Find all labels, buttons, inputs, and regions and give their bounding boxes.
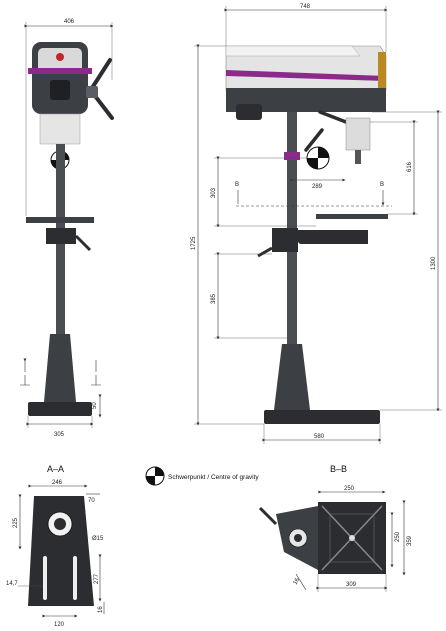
- dim-label-front-base-height: 50: [92, 402, 98, 409]
- side-head-top: [225, 45, 361, 57]
- cog-marker-side: [306, 146, 330, 170]
- dim-label-base-depth: 580: [314, 434, 325, 440]
- section-aa-view: A–A 246 70 225 Ø15 277 14,7 16 120: [6, 464, 105, 628]
- side-plug: [378, 52, 386, 88]
- cog-legend-icon: [145, 466, 165, 486]
- dim-label-bb-inner: 250: [395, 531, 401, 542]
- base-plate-side: [264, 410, 380, 424]
- emergency-stop-icon: [56, 53, 64, 61]
- dim-label-aa-top: 246: [52, 480, 63, 486]
- dim-label-bb-outer: 359: [407, 535, 413, 546]
- section-bb-title: B–B: [330, 464, 347, 474]
- dim-label-spindle-travel: 616: [407, 161, 413, 172]
- base-plate-front: [28, 402, 92, 416]
- side-spindle-housing: [345, 117, 371, 151]
- table-bracket-side: [272, 228, 298, 252]
- dim-label-front-base: 305: [54, 432, 65, 438]
- crank-bb: [258, 506, 278, 526]
- feed-handle-side: [304, 110, 348, 152]
- front-accent-stripe: [28, 68, 92, 74]
- column-base-front: [44, 334, 76, 402]
- table-crank-side: [257, 246, 273, 258]
- dim-label-front-width: 406: [64, 19, 75, 25]
- dim-label-bb-slot: 16: [293, 577, 302, 586]
- front-view: 406 305 50: [20, 19, 114, 438]
- dim-label-bb-bottom: 309: [346, 582, 357, 588]
- dim-label-aa-bottom: 120: [54, 622, 65, 628]
- dim-label-aa-edge: 70: [88, 498, 95, 504]
- section-b-right-label: B: [380, 182, 384, 188]
- dim-label-bb-top: 250: [344, 486, 355, 492]
- dim-bb-slot: [295, 573, 307, 591]
- dim-label-column-height: 1300: [431, 256, 437, 270]
- table-arm-side: [286, 230, 368, 244]
- section-a-right: [91, 375, 101, 386]
- column-collar: [284, 152, 300, 160]
- side-motor: [236, 104, 262, 120]
- section-aa-title: A–A: [47, 464, 64, 474]
- dim-label-aa-slot-depth: 225: [13, 517, 19, 528]
- feed-hub-front: [86, 86, 98, 98]
- dim-label-table-drop: 303: [211, 187, 217, 198]
- dim-label-side-width: 748: [300, 4, 311, 10]
- dim-label-cog-offset: 289: [312, 184, 323, 190]
- cog-legend: Schwerpunkt / Centre of gravity: [145, 466, 259, 486]
- side-accent-stripe: [226, 70, 386, 81]
- side-chuck: [355, 150, 361, 164]
- dim-label-aa-bottom-gap: 16: [98, 606, 104, 613]
- section-a-left: [20, 375, 30, 386]
- table-bracket-front: [46, 228, 76, 244]
- dim-label-total-height: 1725: [191, 236, 197, 250]
- column-base-side: [274, 344, 310, 410]
- dim-label-aa-hole: Ø15: [92, 536, 104, 542]
- table-side: [316, 214, 388, 219]
- section-b-left-label: B: [235, 182, 239, 188]
- dim-label-table-travel: 385: [211, 293, 217, 304]
- section-bb-view: B–B 250 250 359 309 16: [258, 464, 413, 592]
- dim-label-aa-slot-length: 277: [94, 573, 100, 584]
- t-slot-left: [43, 556, 47, 600]
- dim-label-aa-slot-width: 14,7: [6, 581, 18, 587]
- spindle-housing-front: [39, 113, 81, 145]
- t-slot-right: [73, 556, 77, 600]
- table-front: [26, 217, 94, 223]
- control-panel: [50, 80, 70, 100]
- cog-legend-text: Schwerpunkt / Centre of gravity: [168, 474, 259, 481]
- side-view: B B 748 1725 1300 616 303 289 385 580: [191, 4, 442, 444]
- table-crank-front: [74, 234, 92, 252]
